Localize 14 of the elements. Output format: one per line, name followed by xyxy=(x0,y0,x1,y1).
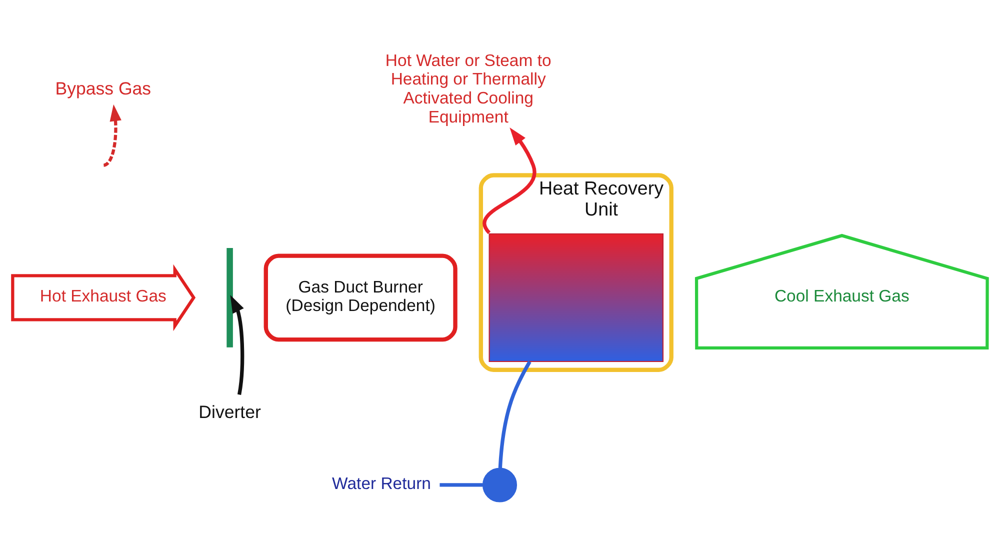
node-box: Gas Duct Burner (Design Dependent) xyxy=(264,254,458,342)
node-bar xyxy=(226,248,233,348)
node-circle xyxy=(482,468,518,502)
arrow xyxy=(103,104,122,167)
arrow xyxy=(230,295,244,395)
arrow xyxy=(482,128,536,234)
connector xyxy=(498,360,532,468)
connector xyxy=(440,483,483,487)
node-box xyxy=(488,233,664,362)
cluster: Heat Recovery Unit xyxy=(478,173,674,372)
node-text: Diverter xyxy=(198,402,261,422)
node-text: Water Return xyxy=(332,474,431,493)
node-text: Hot Water or Steam to Heating or Thermally Activated Cooling Equipment xyxy=(385,50,552,126)
node-text: Bypass Gas xyxy=(55,78,152,98)
